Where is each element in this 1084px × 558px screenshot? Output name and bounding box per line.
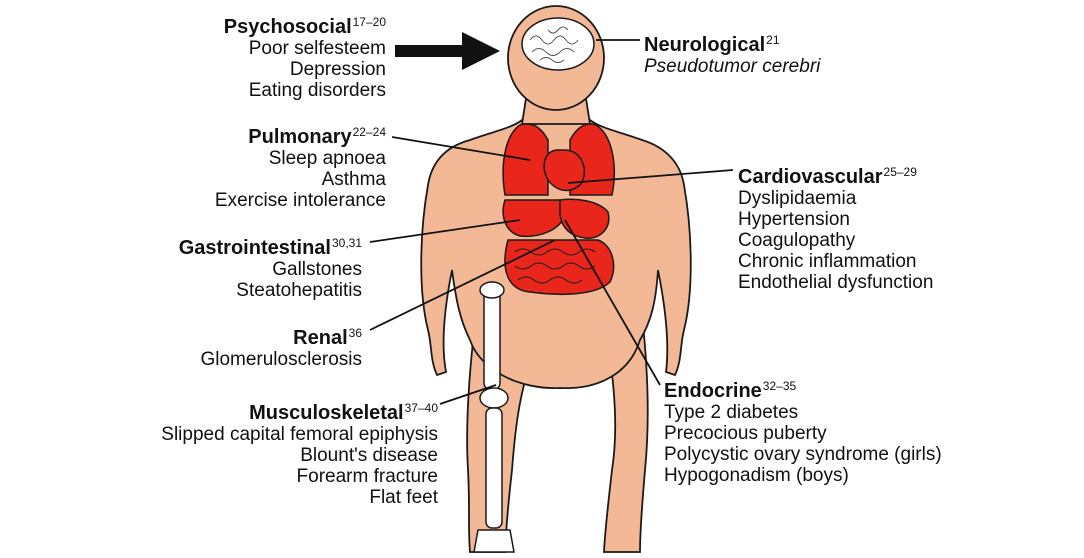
- intestines-organ: [505, 240, 614, 294]
- item-cardiovascular-4: Endothelial dysfunction: [738, 272, 933, 293]
- item-pulmonary-2: Exercise intolerance: [215, 190, 386, 211]
- title-pulmonary: Pulmonary22–24: [215, 122, 386, 148]
- item-gastrointestinal-0: Gallstones: [179, 259, 362, 280]
- label-renal: Renal36 Glomerulosclerosis: [200, 323, 362, 370]
- title-gastrointestinal: Gastrointestinal30,31: [179, 233, 362, 259]
- item-cardiovascular-1: Hypertension: [738, 209, 933, 230]
- title-neurological: Neurological21: [644, 30, 820, 56]
- item-gastrointestinal-1: Steatohepatitis: [179, 280, 362, 301]
- item-musculoskeletal-1: Blount's disease: [161, 445, 438, 466]
- item-cardiovascular-0: Dyslipidaemia: [738, 188, 933, 209]
- item-musculoskeletal-2: Forearm fracture: [161, 466, 438, 487]
- label-pulmonary: Pulmonary22–24 Sleep apnoea Asthma Exerc…: [215, 122, 386, 211]
- item-pulmonary-0: Sleep apnoea: [215, 148, 386, 169]
- label-musculoskeletal: Musculoskeletal37–40 Slipped capital fem…: [161, 398, 438, 508]
- title-musculoskeletal: Musculoskeletal37–40: [161, 398, 438, 424]
- title-endocrine: Endocrine32–35: [664, 376, 942, 402]
- brain-icon: [522, 18, 594, 70]
- item-endocrine-3: Hypogonadism (boys): [664, 465, 942, 486]
- item-neurological-0: Pseudotumor cerebri: [644, 56, 820, 77]
- arrow-right-icon: [395, 32, 500, 70]
- label-gastrointestinal: Gastrointestinal30,31 Gallstones Steatoh…: [179, 233, 362, 301]
- item-endocrine-0: Type 2 diabetes: [664, 402, 942, 423]
- label-endocrine: Endocrine32–35 Type 2 diabetes Precociou…: [664, 376, 942, 486]
- item-cardiovascular-2: Coagulopathy: [738, 230, 933, 251]
- item-endocrine-1: Precocious puberty: [664, 423, 942, 444]
- item-pulmonary-1: Asthma: [215, 169, 386, 190]
- label-neurological: Neurological21 Pseudotumor cerebri: [644, 30, 820, 77]
- item-endocrine-2: Polycystic ovary syndrome (girls): [664, 444, 942, 465]
- label-cardiovascular: Cardiovascular25–29 Dyslipidaemia Hypert…: [738, 162, 933, 293]
- item-renal-0: Glomerulosclerosis: [200, 349, 362, 370]
- item-musculoskeletal-0: Slipped capital femoral epiphysis: [161, 424, 438, 445]
- title-psychosocial: Psychosocial17–20: [224, 12, 386, 38]
- label-psychosocial: Psychosocial17–20 Poor selfesteem Depres…: [224, 12, 386, 101]
- item-psychosocial-0: Poor selfesteem: [224, 38, 386, 59]
- item-cardiovascular-3: Chronic inflammation: [738, 251, 933, 272]
- item-musculoskeletal-3: Flat feet: [161, 487, 438, 508]
- item-psychosocial-2: Eating disorders: [224, 80, 386, 101]
- item-psychosocial-1: Depression: [224, 59, 386, 80]
- title-cardiovascular: Cardiovascular25–29: [738, 162, 933, 188]
- title-renal: Renal36: [200, 323, 362, 349]
